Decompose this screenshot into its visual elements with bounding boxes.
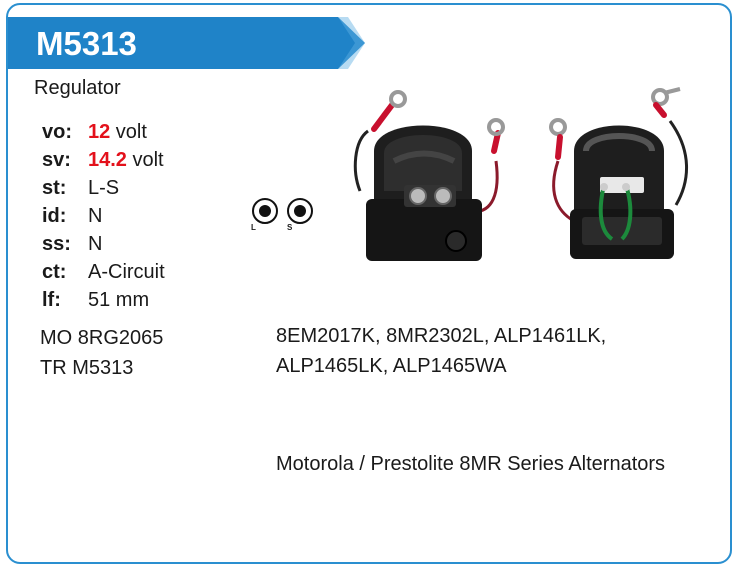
spec-key: st: (42, 177, 67, 199)
reference-line: TR M5313 (40, 357, 134, 379)
spec-list: vo: 12 volt sv: 14.2 volt st: L-S id: N ss: N… (42, 118, 165, 314)
spec-row: vo: 12 volt (42, 118, 165, 146)
spec-row: ct: A-Circuit (42, 258, 165, 286)
product-card: M5313 Regulator vo: 12 volt sv: 14.2 volt … (6, 3, 732, 564)
compatible-part-numbers: 8EM2017K, 8MR2302L, ALP1461LK, ALP1465LK… (276, 321, 716, 381)
spec-key: id: (42, 205, 67, 227)
spec-key: lf: (42, 289, 61, 311)
spec-value: volt (110, 121, 147, 143)
spec-key: ss: (42, 233, 71, 255)
title-banner: M5313 (8, 17, 365, 69)
spec-row: ss: N (42, 230, 165, 258)
spec-value: volt (126, 149, 164, 171)
compatible-line: 8EM2017K, 8MR2302L, ALP1461LK, (276, 325, 607, 347)
spec-key: vo: (42, 121, 72, 143)
title-banner-shape (8, 17, 365, 69)
terminal-icon (252, 198, 313, 224)
reference-numbers: MO 8RG2065 TR M5313 (40, 323, 163, 383)
spec-number: 12 (88, 121, 111, 143)
spec-row: sv: 14.2 volt (42, 146, 165, 174)
part-number: M5313 (36, 25, 137, 62)
spec-value: N (88, 205, 103, 227)
spec-value: N (88, 233, 103, 255)
regulator-photo-icon (353, 87, 688, 261)
terminal-label-s: S (287, 223, 293, 232)
application-text: Motorola / Prestolite 8MR Series Alterna… (276, 453, 666, 475)
reference-line: MO 8RG2065 (40, 327, 164, 349)
product-type: Regulator (34, 77, 121, 99)
spec-key: ct: (42, 261, 67, 283)
spec-value: A-Circuit (88, 261, 165, 283)
compatible-line: ALP1465LK, ALP1465WA (276, 355, 507, 377)
spec-row: lf: 51 mm (42, 286, 165, 314)
spec-value: L-S (88, 177, 120, 199)
spec-row: st: L-S (42, 174, 165, 202)
spec-row: id: N (42, 202, 165, 230)
spec-value: 51 mm (88, 289, 150, 311)
spec-key: sv: (42, 149, 71, 171)
product-photos (344, 81, 724, 281)
terminal-diagram: L S (245, 193, 315, 241)
terminal-label-l: L (251, 223, 256, 232)
spec-number: 14.2 (88, 149, 127, 171)
